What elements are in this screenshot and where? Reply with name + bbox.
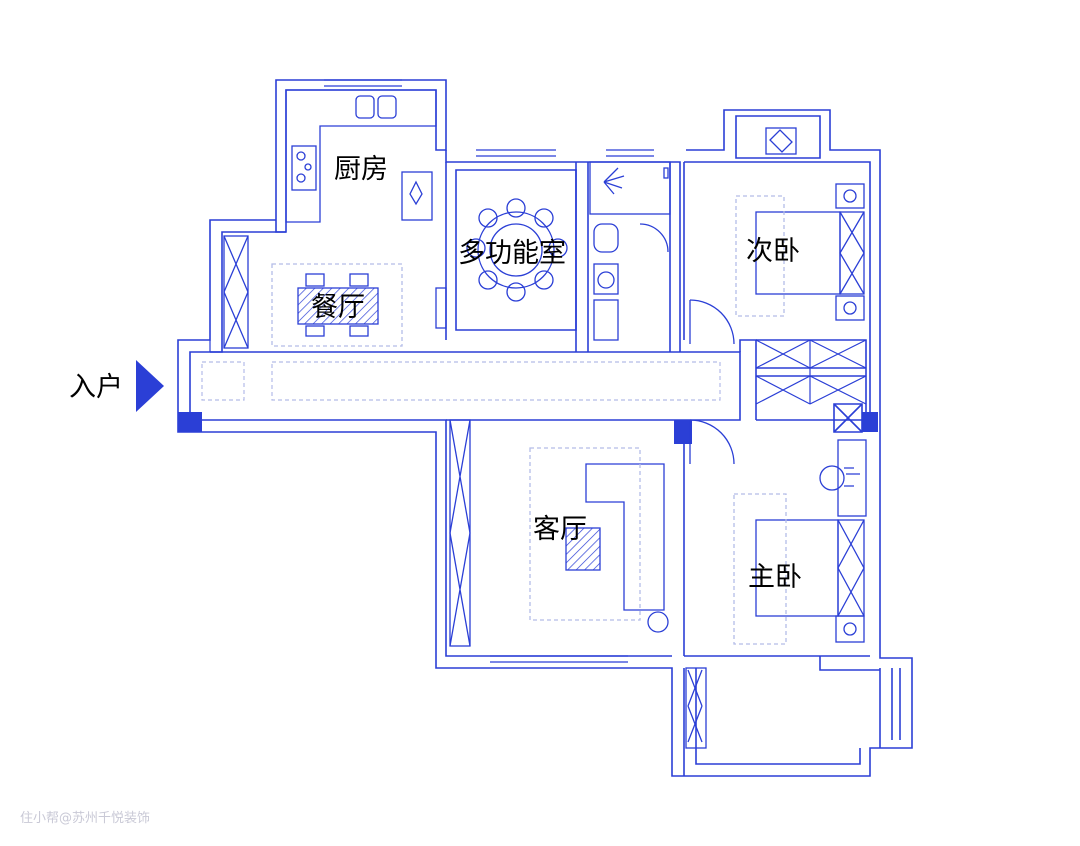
master-bedroom-furniture (685, 439, 867, 749)
watermark: 住小帮@苏州千悦装饰 (20, 810, 150, 826)
outer-walls (177, 79, 913, 777)
room-label-master-bedroom: 主卧 (748, 562, 802, 593)
dashed-zones (201, 361, 721, 401)
kitchen-fixtures (285, 89, 437, 223)
room-label-multipurpose: 多功能室 (458, 238, 566, 269)
bathroom-fixtures (589, 161, 671, 341)
room-label-dining: 餐厅 (311, 292, 365, 323)
corridor-wardrobe (755, 339, 867, 405)
second-bedroom-furniture (689, 127, 865, 345)
windows (209, 79, 654, 663)
multipurpose-furniture (435, 198, 568, 329)
living-furniture (449, 419, 735, 647)
room-label-kitchen: 厨房 (334, 154, 388, 185)
room-label-living: 客厅 (533, 514, 587, 545)
entrance-label: 入户 (69, 372, 123, 403)
entrance-arrow-icon (136, 360, 164, 412)
room-label-second-bedroom: 次卧 (746, 236, 800, 267)
column-posts (178, 412, 878, 444)
dining-furniture (223, 235, 403, 349)
